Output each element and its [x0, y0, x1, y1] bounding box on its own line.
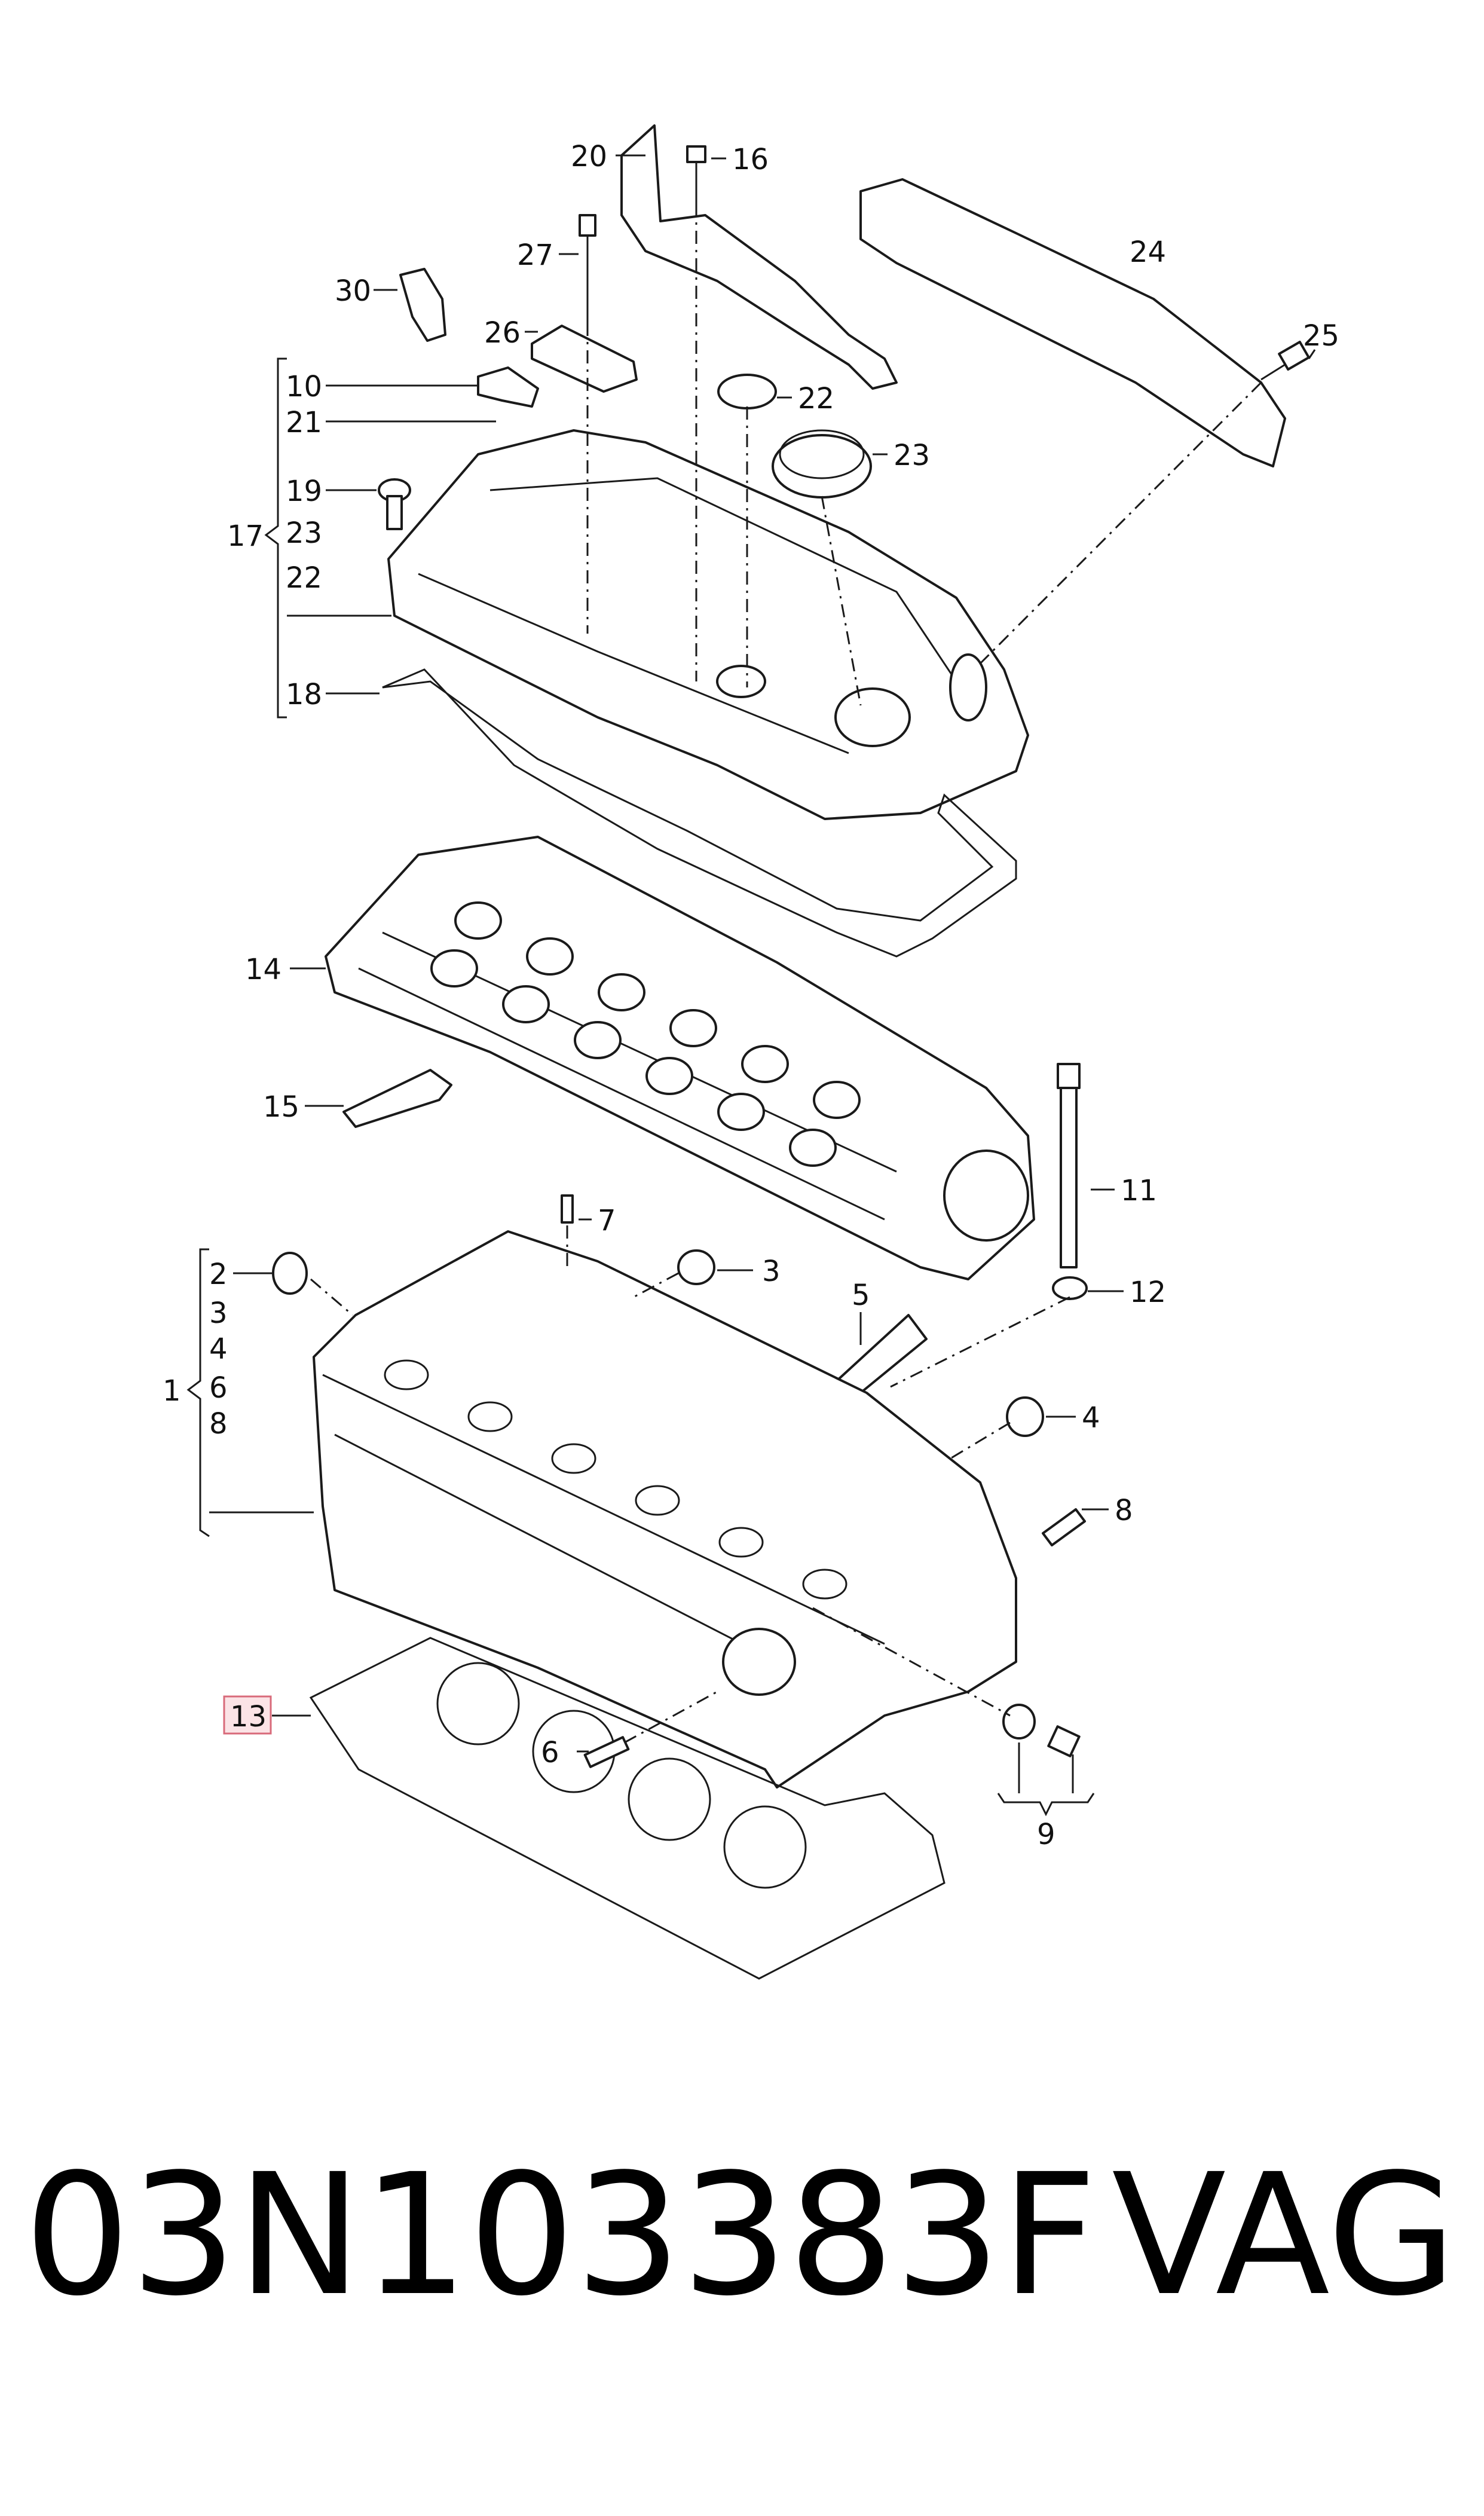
- footer-caption: 03N103383F VAG: [24, 2128, 1458, 2343]
- callout-2: 2: [209, 1258, 228, 1291]
- part-sealant-tube-15: [342, 1069, 452, 1128]
- callout-19: 19: [286, 475, 322, 508]
- callout-27: 27: [517, 239, 553, 272]
- part-heat-shield: [859, 178, 1286, 467]
- part-bolt-16: [686, 145, 706, 203]
- part-camshaft-housing: [325, 836, 1035, 1280]
- callout-18: 18: [286, 678, 322, 711]
- callout-3-plug: 3: [762, 1255, 781, 1288]
- callout-11: 11: [1121, 1174, 1157, 1207]
- part-plug-3: [677, 1249, 715, 1285]
- part-seal-22: [717, 374, 777, 409]
- part-head-bolt-11: [1057, 1063, 1081, 1268]
- part-washer-12: [1052, 1276, 1088, 1300]
- part-cover-bracket: [620, 124, 898, 390]
- callout-30: 30: [335, 274, 371, 308]
- callout-4-list: 4: [209, 1332, 228, 1366]
- part-sealant-tube-5: [836, 1314, 928, 1394]
- part-stud-8: [1042, 1508, 1086, 1546]
- part-cylinder-head: [313, 1230, 1017, 1789]
- brace-17: [264, 357, 287, 719]
- brace-9: [997, 1793, 1095, 1817]
- callout-20: 20: [571, 140, 607, 173]
- part-cover-gasket: [382, 668, 1017, 958]
- callout-10: 10: [286, 370, 322, 403]
- callout-8-list: 8: [209, 1407, 228, 1441]
- part-bolt-27: [579, 214, 596, 323]
- callout-8-stud: 8: [1115, 1494, 1133, 1527]
- callout-1: 1: [163, 1374, 181, 1408]
- part-head-gasket: [309, 1637, 946, 1980]
- part-dowel-6: [583, 1736, 630, 1768]
- callout-6-dowel: 6: [541, 1736, 559, 1769]
- camshaft-lobes: [430, 901, 861, 1167]
- callout-6-list: 6: [209, 1371, 228, 1405]
- callout-25: 25: [1303, 319, 1339, 353]
- part-bolt-19: [378, 478, 411, 530]
- callout-5: 5: [852, 1279, 870, 1312]
- part-plug-9: [1047, 1725, 1081, 1757]
- callout-22-list: 22: [286, 561, 322, 595]
- part-seal-9: [1002, 1704, 1036, 1740]
- part-number: 03N103383F: [24, 2138, 1097, 2333]
- part-clip-10: [477, 366, 539, 408]
- part-plug-4: [1006, 1396, 1044, 1437]
- callout-7: 7: [598, 1204, 616, 1237]
- callout-13: 13: [230, 1700, 267, 1734]
- head-ports: [384, 1359, 847, 1600]
- callout-23-list: 23: [286, 516, 322, 550]
- brace-1: [186, 1248, 210, 1537]
- exploded-parts-diagram: 20 16 27 24 30 26 25 10 21 22 23 19 17 2…: [163, 124, 1339, 1980]
- part-pin-7: [561, 1194, 574, 1224]
- brand-name: VAG: [1112, 2138, 1457, 2333]
- callout-21: 21: [286, 406, 322, 439]
- part-oil-cap-23: [772, 429, 872, 499]
- callout-9: 9: [1037, 1818, 1055, 1851]
- part-clip-30: [399, 268, 446, 342]
- part-bolt-25: [1260, 341, 1310, 381]
- highlight-box-13: [223, 1695, 272, 1735]
- callout-26: 26: [484, 316, 521, 350]
- part-valve-cover: [387, 429, 1029, 820]
- callout-15: 15: [263, 1090, 299, 1124]
- callout-22-seal: 22: [798, 382, 834, 415]
- part-plug-2: [272, 1252, 308, 1295]
- callout-14: 14: [245, 953, 281, 986]
- callout-3-list: 3: [209, 1297, 228, 1330]
- callout-17: 17: [227, 519, 264, 553]
- callout-4-plug: 4: [1082, 1401, 1100, 1435]
- callout-12: 12: [1130, 1276, 1166, 1309]
- callout-24: 24: [1130, 236, 1166, 269]
- callout-16: 16: [732, 143, 769, 176]
- callout-23-cap: 23: [894, 439, 930, 472]
- part-bracket-26: [531, 325, 638, 393]
